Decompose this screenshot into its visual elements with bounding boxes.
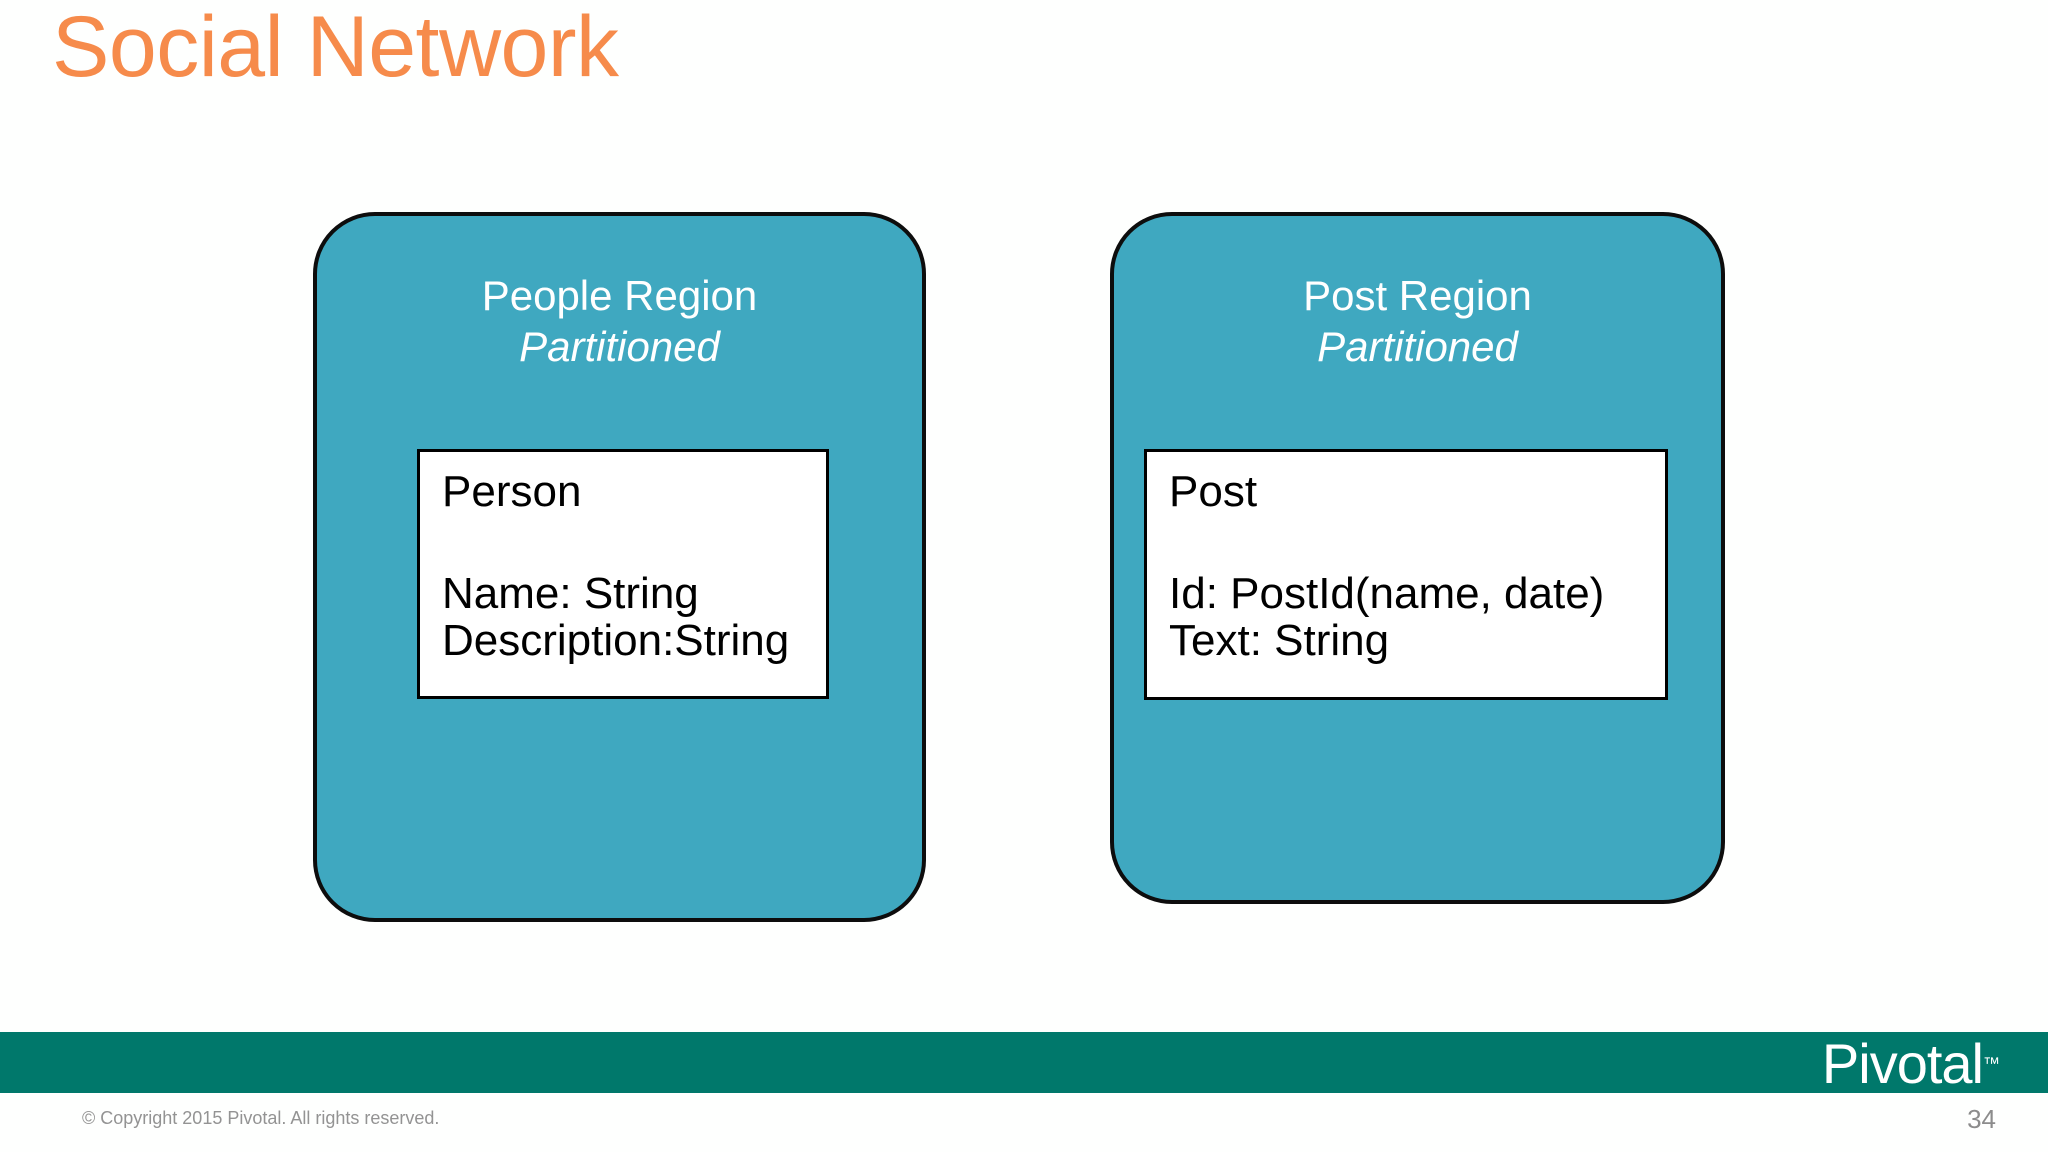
copyright-text: © Copyright 2015 Pivotal. All rights res… (82, 1108, 440, 1128)
entity-title-person: Person (442, 467, 582, 516)
page-title: Social Network (52, 0, 619, 95)
entity-title-post: Post (1169, 467, 1258, 516)
entity-field-person-name: Name: String (442, 568, 699, 618)
region-type-people: Partitioned (519, 323, 720, 371)
entity-spacer (442, 518, 826, 570)
entity-field-post-id: Id: PostId(name, date) (1169, 568, 1605, 618)
entity-box-person[interactable]: Person Name: String Description:String (417, 449, 829, 699)
pivotal-logo-text: Pivotal (1821, 1032, 1984, 1095)
region-header-people: People Region Partitioned (317, 270, 922, 372)
entity-spacer (1169, 518, 1665, 570)
trademark-icon: ™ (1983, 1054, 2000, 1073)
entity-box-post[interactable]: Post Id: PostId(name, date) Text: String (1144, 449, 1668, 700)
entity-field-person-description: Description:String (442, 615, 790, 665)
slide-number: 34 (1967, 1104, 1996, 1134)
region-name-people: People Region (481, 272, 758, 319)
region-name-post: Post Region (1303, 272, 1532, 319)
region-header-post: Post Region Partitioned (1114, 270, 1721, 372)
footer-bar (0, 1032, 2048, 1093)
region-box-post[interactable]: Post Region Partitioned Post Id: PostId(… (1110, 212, 1725, 904)
entity-field-post-text: Text: String (1169, 615, 1390, 665)
region-type-post: Partitioned (1317, 323, 1518, 371)
pivotal-logo: Pivotal™ (1822, 1035, 2000, 1093)
region-box-people[interactable]: People Region Partitioned Person Name: S… (313, 212, 926, 922)
